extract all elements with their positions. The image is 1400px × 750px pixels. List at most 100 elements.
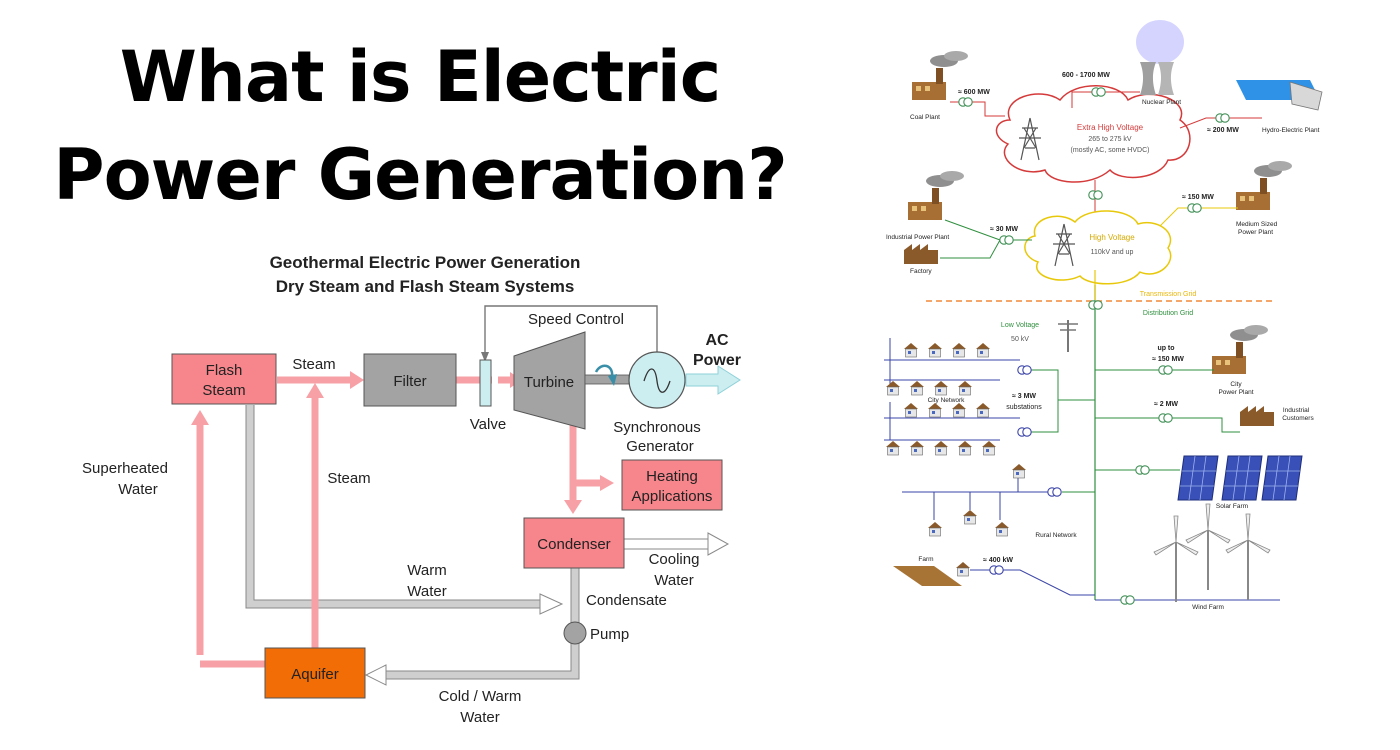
pump bbox=[563, 621, 587, 645]
industrial-customers-icon bbox=[1240, 406, 1274, 426]
speed-control-line bbox=[484, 305, 658, 355]
filter-box bbox=[363, 353, 457, 407]
city-plant-label-1: City bbox=[1230, 381, 1242, 388]
industrial-plant-label: Industrial Power Plant bbox=[886, 234, 949, 241]
steam-top-label: Steam bbox=[292, 356, 335, 373]
extra-high-voltage-cloud bbox=[995, 85, 1191, 183]
ac-power-label-2: Power bbox=[693, 352, 741, 369]
industrial-plant-icon bbox=[908, 171, 964, 220]
farm-house-icon bbox=[955, 561, 971, 577]
medium-plant-icon bbox=[1236, 161, 1292, 210]
solar-panel-1-icon bbox=[1177, 455, 1219, 501]
transmission-grid-label: Transmission Grid bbox=[1140, 291, 1197, 298]
turbine-label: Turbine bbox=[524, 374, 574, 391]
heating-label-2: Applications bbox=[632, 488, 713, 505]
industrial-mw-label: ≈ 30 MW bbox=[990, 226, 1018, 233]
ac-power-label-1: AC bbox=[705, 332, 729, 349]
nuclear-transformer-icon bbox=[1091, 87, 1106, 97]
rural-transformer-icon bbox=[1047, 487, 1062, 497]
valve-label: Valve bbox=[470, 416, 506, 433]
hv-distribution-transformer-icon bbox=[1088, 300, 1103, 310]
upto-label-2: ≈ 150 MW bbox=[1152, 356, 1184, 363]
rural-network bbox=[902, 478, 1048, 520]
farm-label: Farm bbox=[918, 556, 933, 563]
warm-water-pipe bbox=[246, 405, 540, 608]
cooling-water-label-2: Water bbox=[654, 572, 693, 589]
condenser-label: Condenser bbox=[537, 536, 610, 553]
medium-plant-label-2: Power Plant bbox=[1238, 229, 1273, 236]
hv-label-2: 110kV and up bbox=[1091, 249, 1134, 256]
factory-icon bbox=[904, 244, 938, 264]
aquifer-label: Aquifer bbox=[291, 666, 339, 683]
nuclear-plant-label: Nuclear Plant bbox=[1142, 99, 1181, 106]
filter-label: Filter bbox=[393, 373, 426, 390]
ehv-hv-transformer-icon bbox=[1088, 190, 1103, 200]
solar-transformer-icon bbox=[1135, 465, 1150, 475]
city-plant-label-2: Power Plant bbox=[1218, 389, 1253, 396]
page-title-line-1: What is Electric bbox=[119, 36, 721, 118]
city-transformer-1-icon bbox=[1017, 365, 1032, 375]
city-transformer-2-icon bbox=[1017, 427, 1032, 437]
pump-label: Pump bbox=[590, 626, 629, 643]
warm-water-label-2: Water bbox=[407, 583, 446, 600]
hydro-plant-label: Hydro-Electric Plant bbox=[1262, 127, 1320, 134]
hydro-transformer-icon bbox=[1215, 113, 1230, 123]
cold-warm-label-2: Water bbox=[460, 709, 499, 726]
condenser-box bbox=[523, 517, 625, 569]
nuclear-plant-icon bbox=[1136, 20, 1184, 95]
warm-water-arrowhead bbox=[539, 593, 564, 615]
warm-water-label-1: Warm bbox=[407, 562, 446, 579]
steam-pipes bbox=[196, 376, 600, 668]
sync-gen-label-2: Generator bbox=[626, 438, 694, 455]
condensate-pipe bbox=[386, 568, 579, 679]
sync-gen-label-1: Synchronous bbox=[613, 419, 701, 436]
farm-kw-label: ≈ 400 kW bbox=[983, 557, 1013, 564]
cold-warm-label-1: Cold / Warm bbox=[439, 688, 522, 705]
solar-panel-2-icon bbox=[1221, 455, 1263, 501]
turbine bbox=[513, 331, 586, 430]
hv-pylon-icon bbox=[1052, 223, 1076, 267]
flash-steam-label-1: Flash bbox=[206, 362, 243, 379]
rotation-arrow-icon bbox=[594, 364, 614, 379]
substations-label-2: substations bbox=[1006, 404, 1042, 411]
solar-farm-label: Solar Farm bbox=[1216, 503, 1248, 510]
factory-label: Factory bbox=[910, 268, 932, 275]
speed-control-label: Speed Control bbox=[528, 311, 624, 328]
medium-transformer-icon bbox=[1187, 203, 1202, 213]
sine-wave-icon bbox=[643, 368, 671, 393]
farm-transformer-icon bbox=[989, 565, 1004, 575]
coal-plant-icon bbox=[912, 51, 968, 100]
medium-mw-label: ≈ 150 MW bbox=[1182, 194, 1214, 201]
lv-label-2: 50 kV bbox=[1011, 336, 1029, 343]
lv-label-1: Low Voltage bbox=[1001, 322, 1039, 329]
city-network bbox=[884, 338, 1020, 441]
wind-turbine-1-icon bbox=[1153, 515, 1199, 603]
wind-transformer-icon bbox=[1120, 595, 1135, 605]
city-houses bbox=[885, 342, 997, 456]
low-voltage-pole-icon bbox=[1058, 320, 1078, 352]
upto-label-1: up to bbox=[1157, 345, 1174, 352]
wind-farm-label: Wind Farm bbox=[1192, 604, 1224, 611]
hv-label-1: High Voltage bbox=[1089, 233, 1135, 242]
city-network-label: City Network bbox=[928, 397, 966, 404]
coal-transformer-icon bbox=[958, 97, 973, 107]
ehv-label-1: Extra High Voltage bbox=[1077, 123, 1144, 132]
nuclear-mw-label: 600 - 1700 MW bbox=[1062, 72, 1110, 79]
distribution-grid-label: Distribution Grid bbox=[1143, 310, 1193, 317]
wind-turbine-2-icon bbox=[1185, 503, 1231, 591]
coal-mw-label: ≈ 600 MW bbox=[958, 89, 990, 96]
flash-steam-label-2: Steam bbox=[202, 382, 245, 399]
ind-cust-label-1: Industrial bbox=[1283, 407, 1310, 414]
hydro-plant-icon bbox=[1236, 80, 1323, 111]
geo-heading-1: Geothermal Electric Power Generation bbox=[270, 253, 581, 272]
cooling-water-label-1: Cooling bbox=[649, 551, 700, 568]
heating-applications-box bbox=[621, 459, 723, 511]
hydro-mw-label: ≈ 200 MW bbox=[1207, 127, 1239, 134]
ehv-pylon-icon bbox=[1018, 117, 1042, 161]
cold-water-arrowhead bbox=[364, 664, 387, 686]
geo-heading-2: Dry Steam and Flash Steam Systems bbox=[276, 277, 575, 296]
rural-network-label: Rural Network bbox=[1035, 532, 1077, 539]
aquifer-box bbox=[264, 647, 366, 699]
ind-cust-transformer-icon bbox=[1158, 413, 1173, 423]
ind-mw-label: ≈ 2 MW bbox=[1154, 401, 1178, 408]
